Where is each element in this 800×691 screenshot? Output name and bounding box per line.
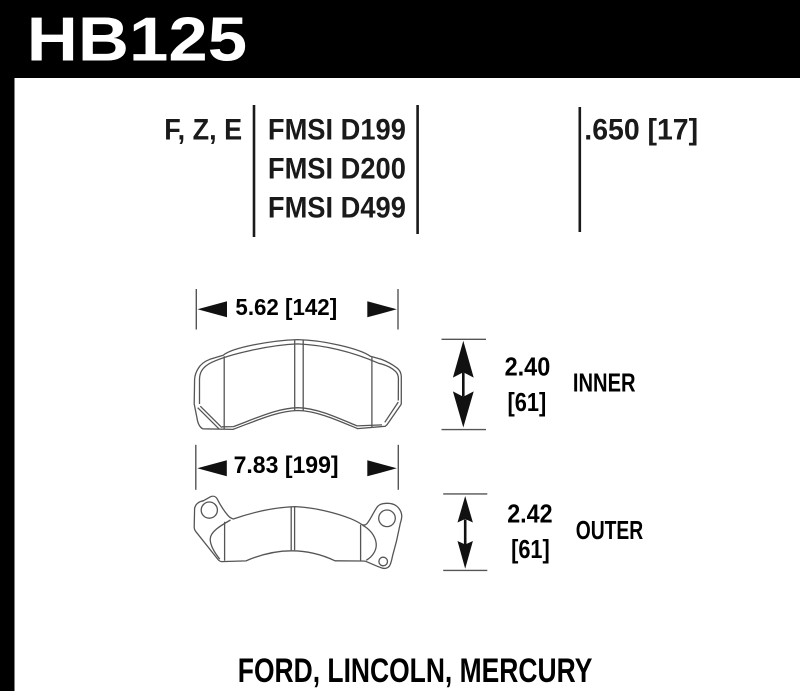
svg-text:FORD, LINCOLN, MERCURY: FORD, LINCOLN, MERCURY [238, 652, 593, 690]
svg-text:INNER: INNER [573, 368, 636, 397]
svg-text:2.40: 2.40 [505, 353, 551, 381]
svg-text:F, Z, E: F, Z, E [164, 113, 242, 147]
svg-text:[61]: [61] [511, 535, 550, 564]
svg-text:FMSI D499: FMSI D499 [268, 191, 406, 224]
svg-text:2.42: 2.42 [507, 500, 552, 528]
svg-text:FMSI D199: FMSI D199 [268, 114, 406, 147]
svg-text:7.83 [199]: 7.83 [199] [234, 452, 339, 479]
svg-text:[61]: [61] [508, 388, 547, 417]
svg-text:5.62 [142]: 5.62 [142] [235, 294, 337, 320]
svg-text:HB125: HB125 [27, 5, 247, 74]
svg-text:.650 [17]: .650 [17] [584, 114, 698, 147]
svg-text:OUTER: OUTER [576, 517, 644, 545]
svg-text:FMSI D200: FMSI D200 [268, 152, 406, 185]
